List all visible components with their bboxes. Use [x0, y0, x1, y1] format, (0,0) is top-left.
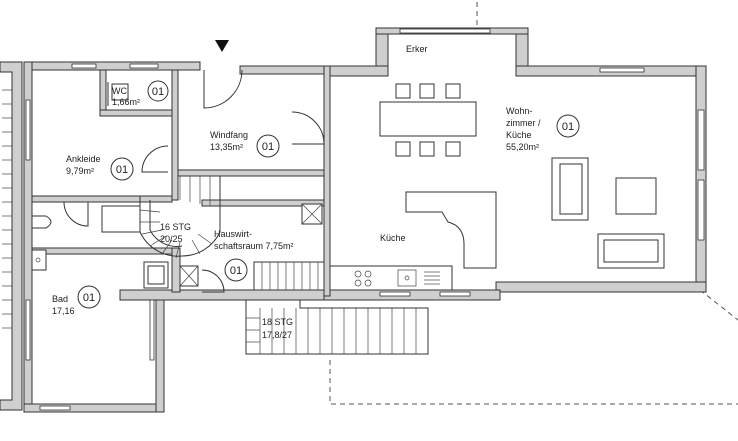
- wohnzimmer-name-1: Wohn-: [506, 106, 532, 116]
- windfang-id-circle: [256, 134, 280, 158]
- wohnzimmer-area: 55,20m²: [506, 142, 539, 152]
- interior-walls: [31, 69, 325, 293]
- straight-stair-count: 18 STG: [262, 317, 293, 327]
- windfang-id: 01: [262, 141, 274, 153]
- straight-stair: 18 STG 17,8/27: [245, 300, 429, 355]
- doors: [63, 69, 325, 293]
- neighbour-wall: [0, 61, 23, 411]
- wohnzimmer-name-3: Küche: [506, 130, 532, 140]
- wohnzimmer-name-2: zimmer /: [506, 118, 541, 128]
- furniture: [31, 83, 665, 291]
- room-labels: WC 1,66m² 01 Ankleide 9,79m² 01 Windfang…: [52, 44, 580, 316]
- hauswirtschaft-name-1: Hauswirt-: [214, 229, 252, 239]
- hauswirtschaft-name-2: schaftsraum 7,75m²: [214, 241, 294, 251]
- erker-name: Erker: [406, 44, 428, 54]
- ankleide-area: 9,79m²: [66, 166, 94, 176]
- kueche-name: Küche: [380, 233, 406, 243]
- wc-name: WC: [112, 86, 127, 96]
- bad-id: 01: [83, 292, 95, 304]
- ankleide-id: 01: [116, 164, 128, 176]
- spiral-stair-count: 16 STG: [160, 222, 191, 232]
- bad-id-circle: [77, 285, 101, 309]
- site-boundary-lines: [329, 2, 738, 405]
- wc-id: 01: [152, 86, 164, 98]
- ankleide-name: Ankleide: [66, 154, 101, 164]
- entrance-triangle-icon: [215, 40, 229, 52]
- spiral-stair-ratio: 20/25: [160, 234, 183, 244]
- utility-stair: [253, 261, 325, 291]
- windows: [25, 28, 705, 411]
- spiral-stair: 16 STG 20/25: [139, 176, 221, 259]
- hauswirtschaft-id: 01: [230, 265, 242, 277]
- wohnzimmer-id-circle: [556, 114, 580, 138]
- hauswirtschaft-id-circle: [224, 258, 248, 282]
- wc-area: 1,66m²: [112, 97, 140, 107]
- windfang-area: 13,35m²: [210, 142, 243, 152]
- wc-id-circle: [147, 80, 169, 102]
- straight-stair-ratio: 17,8/27: [262, 330, 292, 340]
- bad-name: Bad: [52, 294, 68, 304]
- windfang-name: Windfang: [210, 130, 248, 140]
- ankleide-id-circle: [110, 157, 134, 181]
- bad-area: 17,16: [52, 306, 75, 316]
- wohnzimmer-id: 01: [562, 121, 574, 133]
